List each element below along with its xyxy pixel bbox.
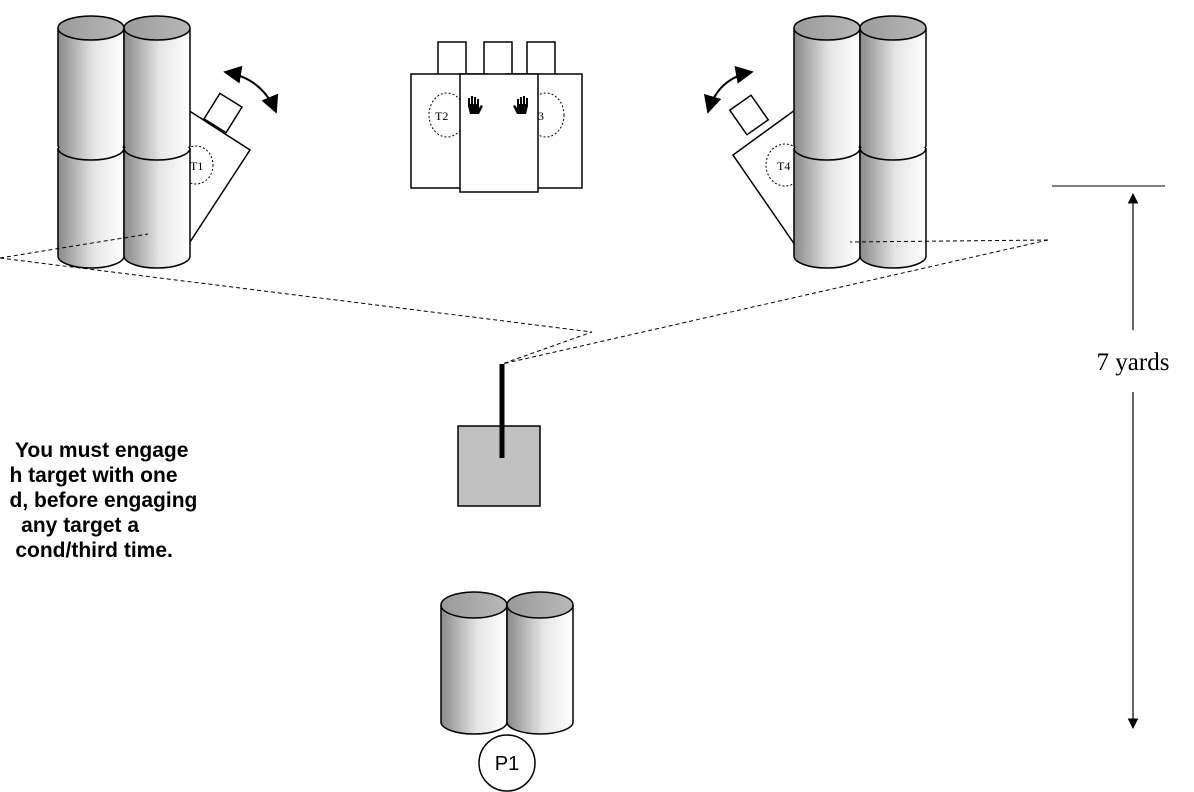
swing-arrow-left xyxy=(223,65,279,114)
instruction-text: You must engage h target with one d, bef… xyxy=(0,438,282,563)
barrel xyxy=(793,147,861,269)
fault-lines xyxy=(0,233,1049,365)
no-shoot-target xyxy=(459,73,539,193)
barrel xyxy=(57,147,125,269)
swing-arrow-right xyxy=(703,65,754,114)
start-table xyxy=(457,364,541,507)
instruction-line: You must engage xyxy=(0,439,189,462)
right-barrel-stack: T4 xyxy=(703,15,927,269)
center-targets: T2 3 xyxy=(410,41,583,193)
barrel xyxy=(793,15,861,158)
target-t4: T4 xyxy=(728,94,805,248)
barrel xyxy=(506,591,574,735)
barrel xyxy=(123,15,191,158)
distance-label: 7 yards xyxy=(1097,349,1170,376)
instruction-line: any target a xyxy=(0,514,140,537)
barrel xyxy=(859,15,927,158)
barrel xyxy=(440,591,508,735)
left-barrel-stack: T1 xyxy=(57,15,279,269)
instruction-line: h target with one xyxy=(0,464,178,487)
barrel xyxy=(57,15,125,158)
shooter-position: P1 xyxy=(478,734,536,792)
instruction-line: d, before engaging xyxy=(0,489,198,512)
barrel xyxy=(859,147,927,269)
instruction-line: cond/third time. xyxy=(0,539,173,562)
target-t4-label: T4 xyxy=(777,159,790,173)
shooter-label: P1 xyxy=(495,753,519,775)
front-barrels xyxy=(440,591,574,735)
target-t2-label: T2 xyxy=(435,109,448,123)
target-t1-label: T1 xyxy=(190,159,203,173)
barrel xyxy=(123,147,191,269)
target-t3-label: 3 xyxy=(538,109,544,123)
distance-marker: 7 yards xyxy=(1052,185,1170,730)
